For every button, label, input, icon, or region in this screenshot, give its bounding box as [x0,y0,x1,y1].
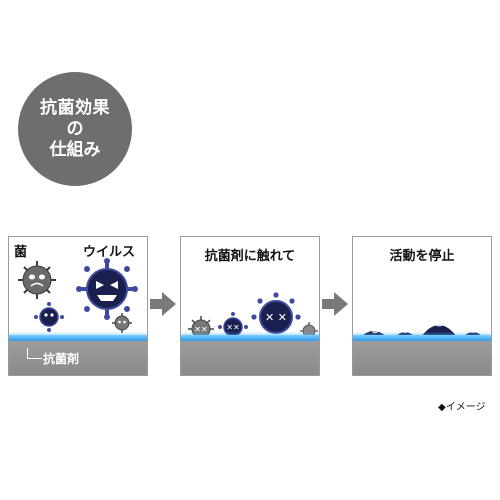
antibacterial-agent-label: 抗菌剤 [43,352,80,366]
image-note: ◆イメージ [438,402,486,413]
label-leader-line [27,348,42,359]
antibacterial-layer [9,335,147,341]
bacteria-icon: ✕✕ [188,316,214,339]
virus-icon: ✕ ✕ [251,292,301,334]
small-bacteria-icon [112,313,132,333]
antibacterial-layer [181,335,319,341]
panel3-caption: 活動を停止 [389,249,455,264]
arrow-right-icon [150,292,176,316]
panel1-illustration [18,258,138,333]
small-virus-icon [34,302,64,332]
panel-before-contact: 菌 ウイルス 抗菌剤 [8,236,148,376]
panel-inactivated: 活動を停止 [352,236,492,376]
surface [353,341,491,375]
panel2-illustration: ✕✕ ✕✕ ✕ ✕ [188,292,318,339]
title-line-3: 仕組み [49,140,101,160]
surface [181,341,319,375]
bacteria-icon [18,261,56,299]
virus-icon [76,258,138,320]
small-virus-icon: ✕✕ [218,312,248,337]
title-line-1: 抗菌効果 [40,98,110,118]
antibacterial-layer [353,335,491,341]
svg-text:✕✕: ✕✕ [226,323,239,332]
svg-text:✕✕: ✕✕ [194,325,207,334]
arrow-right-icon [322,292,348,316]
virus-label: ウイルス [83,245,136,260]
svg-text:✕ ✕: ✕ ✕ [265,311,287,324]
title-badge: 抗菌効果 の 仕組み [18,72,132,186]
title-line-2: の [66,119,84,139]
panel2-caption: 抗菌剤に触れて [204,249,296,264]
panel-contact: 抗菌剤に触れて ✕✕ ✕✕ ✕ ✕ [180,236,320,376]
bacteria-label: 菌 [14,245,28,260]
